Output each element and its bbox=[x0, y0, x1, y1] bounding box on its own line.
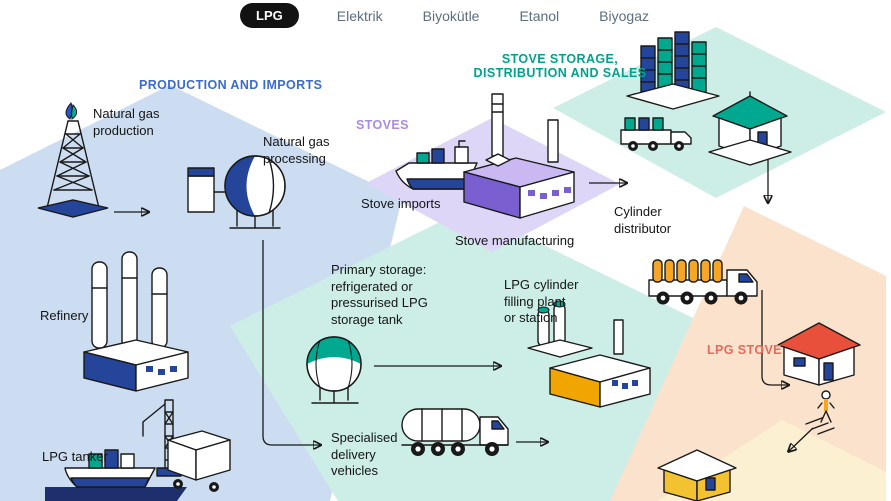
refinery-icon bbox=[76, 248, 196, 403]
box-truck-icon bbox=[156, 424, 241, 501]
port-crane-ship-icon bbox=[45, 392, 215, 501]
cylinder-distributor-truck-icon bbox=[643, 238, 768, 316]
sales-pavilion-icon bbox=[703, 88, 798, 180]
heading-lpg-stove: LPG STOVE bbox=[707, 343, 782, 357]
label-cylinder-distributor: Cylinder distributor bbox=[614, 204, 672, 236]
heading-production-and-imports: PRODUCTION AND IMPORTS bbox=[139, 78, 323, 92]
label-lpg-tanker: LPG tanker bbox=[42, 449, 108, 464]
label-natural-gas-processing: Natural gas processing bbox=[263, 134, 330, 166]
retail-kiosk-icon bbox=[650, 448, 745, 501]
tab-etanol[interactable]: Etanol bbox=[517, 4, 561, 28]
label-lpg-cylinder-filling: LPG cylinder filling plant or station bbox=[504, 277, 579, 326]
stove-warehouse-towers-icon bbox=[613, 30, 733, 180]
stove-import-ship-icon bbox=[393, 133, 483, 195]
fuel-tab-bar: LPG Elektrik Biyokütle Etanol Biyogaz bbox=[0, 3, 891, 28]
gas-derrick-icon bbox=[28, 100, 118, 235]
delivery-tanker-truck-icon bbox=[396, 383, 516, 471]
gas-processing-plant-icon bbox=[182, 140, 297, 240]
label-natural-gas-production: Natural gas production bbox=[93, 106, 160, 138]
label-refinery: Refinery bbox=[40, 308, 89, 323]
label-stove-manufacturing: Stove manufacturing bbox=[455, 233, 575, 248]
tab-biyogaz[interactable]: Biyogaz bbox=[597, 4, 651, 28]
label-delivery-vehicles: Specialised delivery vehicles bbox=[331, 430, 398, 479]
tab-biyokutle[interactable]: Biyokütle bbox=[421, 4, 482, 28]
heading-stove-storage-distribution: STOVE STORAGE, DISTRIBUTION AND SALES bbox=[473, 52, 647, 80]
lpg-stove-house-icon bbox=[772, 318, 867, 406]
lpg-storage-sphere-icon bbox=[292, 330, 377, 412]
label-stove-imports: Stove imports bbox=[361, 196, 441, 211]
stove-factory-icon bbox=[452, 90, 587, 230]
tab-elektrik[interactable]: Elektrik bbox=[335, 4, 385, 28]
heading-stoves: STOVES bbox=[356, 118, 409, 132]
pedestrian-crossing-icon bbox=[800, 388, 845, 440]
label-primary-storage: Primary storage: refrigerated or pressur… bbox=[331, 262, 428, 327]
cylinder-filling-plant-icon bbox=[520, 292, 660, 417]
tab-lpg[interactable]: LPG bbox=[240, 3, 299, 28]
